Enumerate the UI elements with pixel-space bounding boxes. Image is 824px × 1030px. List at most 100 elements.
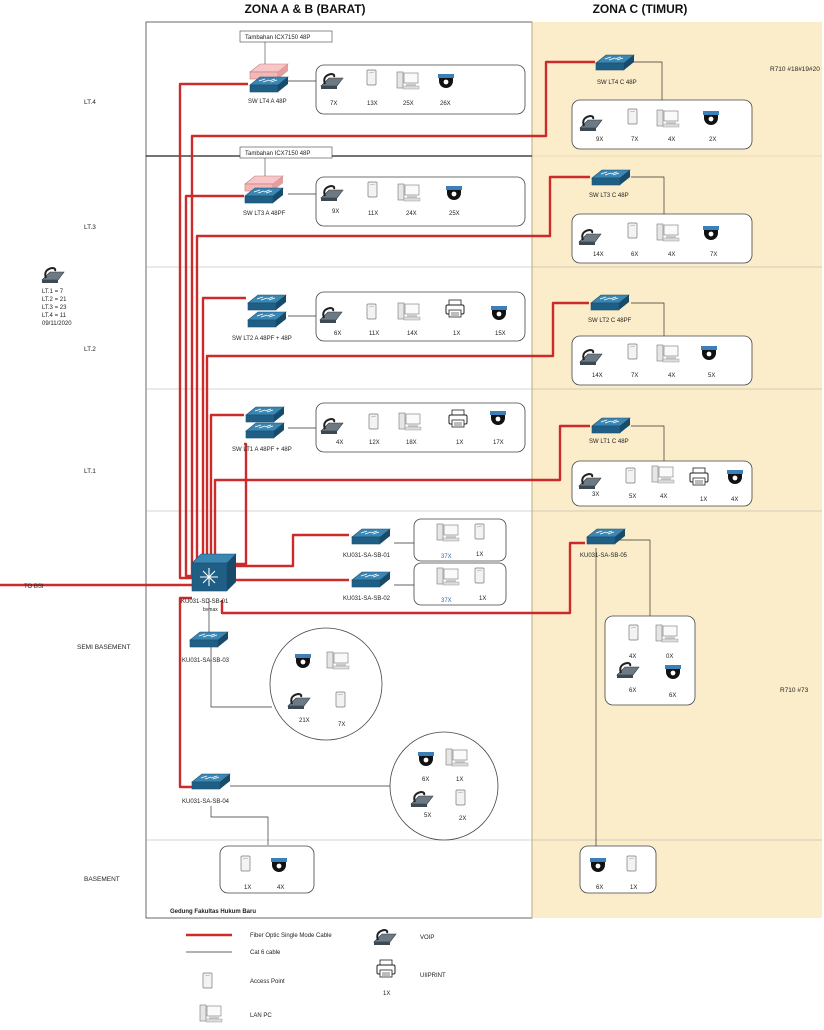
building-name: Gedung Fakultas Hukum Baru	[170, 909, 256, 915]
counts-lt3c: 14X 6X 4X 7X	[593, 252, 717, 258]
svg-text:6X: 6X	[669, 693, 676, 699]
svg-text:6X: 6X	[334, 331, 341, 337]
legend: Fiber Optic Single Mode Cable Cat 6 cabl…	[186, 929, 446, 1023]
legend-fiber-label: Fiber Optic Single Mode Cable	[250, 933, 332, 939]
svg-text:6X: 6X	[629, 688, 636, 694]
counts-sb02: 37X 1X	[441, 596, 486, 604]
svg-text:7X: 7X	[710, 252, 717, 258]
floor-label-lt4: LT.4	[84, 99, 96, 106]
switch-sb03-label: KU031-SA-SB-03	[182, 658, 230, 664]
counts-lt2c: 14X 7X 4X 5X	[592, 373, 715, 379]
svg-text:14X: 14X	[592, 373, 603, 379]
switch-lt1c-label: SW LT1 C 48P	[589, 439, 629, 445]
svg-text:7X: 7X	[338, 722, 345, 728]
svg-text:5X: 5X	[708, 373, 715, 379]
svg-text:4X: 4X	[629, 654, 636, 660]
switch-lt3a[interactable]	[244, 175, 284, 204]
svg-text:LT.4 = 11: LT.4 = 11	[42, 313, 67, 319]
svg-text:5X: 5X	[629, 494, 636, 500]
svg-text:7X: 7X	[631, 137, 638, 143]
counts-sb05: 4X 0X 6X 6X	[629, 654, 676, 699]
svg-text:3X: 3X	[592, 492, 599, 498]
switch-lt3c-label: SW LT3 C 48P	[589, 193, 629, 199]
svg-text:LT.2 = 21: LT.2 = 21	[42, 297, 67, 303]
core-switch-label: KU031-SD-SB-01	[181, 599, 229, 605]
floor-label-basement: BASEMENT	[84, 876, 120, 883]
switch-lt2a[interactable]	[247, 294, 287, 328]
switch-lt1a[interactable]	[245, 406, 285, 439]
svg-text:11X: 11X	[369, 331, 379, 337]
legend-ap-label: Access Point	[250, 979, 285, 985]
legend-print-label: UIIPRINT	[420, 973, 446, 979]
switch-lt4c-label: SW LT4 C 48P	[597, 80, 637, 86]
floor-label-lt2: LT.2	[84, 346, 96, 353]
counts-lt3a: 9X 11X 24X 25X	[332, 209, 460, 217]
svg-text:1X: 1X	[244, 885, 251, 891]
floor-label-lt3: LT.3	[84, 224, 96, 231]
switch-sb03[interactable]	[189, 631, 229, 648]
counts-basement-ab: 1X 4X	[244, 885, 284, 891]
svg-text:09/11/2020: 09/11/2020	[42, 321, 72, 327]
zone-c-header: ZONA C (TIMUR)	[593, 2, 688, 16]
svg-text:LT.1 = 7: LT.1 = 7	[42, 289, 64, 295]
counts-lt4c: 9X 7X 4X 2X	[596, 137, 716, 143]
counts-sb01: 37X 1X	[441, 552, 483, 560]
r710-top-note: R710 #18#19#20	[770, 66, 820, 73]
svg-text:1X: 1X	[456, 440, 463, 446]
core-switch-sublabel: bvmax	[203, 607, 218, 613]
svg-text:4X: 4X	[336, 440, 343, 446]
core-switch[interactable]	[191, 553, 237, 592]
switch-sb02[interactable]	[351, 571, 391, 588]
counts-lt1c: 3X 5X 4X 1X 4X	[592, 492, 738, 503]
svg-text:25X: 25X	[449, 211, 460, 217]
svg-text:1X: 1X	[453, 331, 460, 337]
svg-text:2X: 2X	[459, 816, 466, 822]
svg-text:18X: 18X	[406, 440, 417, 446]
legend-ap-icon	[202, 972, 213, 989]
switch-lt4a[interactable]	[249, 63, 289, 93]
voip-summary-icon	[41, 267, 65, 284]
legend-voip-icon	[373, 929, 397, 946]
cat6-cables	[208, 61, 665, 846]
counts-lt4a: 7X 13X 25X 26X	[330, 101, 451, 107]
switch-sb04[interactable]	[191, 773, 231, 790]
svg-text:6X: 6X	[631, 252, 638, 258]
note-lt3-addition: Tambahan ICX7150 48P	[245, 151, 310, 157]
svg-text:1X: 1X	[630, 885, 637, 891]
counts-sb03: 21X 7X	[299, 718, 345, 728]
svg-text:7X: 7X	[631, 373, 638, 379]
svg-text:17X: 17X	[493, 440, 504, 446]
svg-text:6X: 6X	[422, 777, 429, 783]
svg-text:13X: 13X	[367, 101, 378, 107]
svg-text:4X: 4X	[668, 252, 675, 258]
svg-text:1X: 1X	[456, 777, 463, 783]
switch-sb01[interactable]	[351, 528, 391, 545]
svg-text:9X: 9X	[332, 209, 339, 215]
svg-text:4X: 4X	[668, 137, 675, 143]
svg-text:4X: 4X	[668, 373, 675, 379]
counts-sb04: 6X 1X 5X 2X	[422, 777, 466, 822]
note-lt4-addition: Tambahan ICX7150 48P	[245, 35, 310, 41]
svg-text:1X: 1X	[479, 596, 486, 602]
svg-text:1X: 1X	[476, 552, 483, 558]
svg-text:14X: 14X	[593, 252, 604, 258]
svg-text:25X: 25X	[403, 101, 414, 107]
svg-text:37X: 37X	[441, 598, 452, 604]
counts-basement-c: 6X 1X	[596, 885, 637, 891]
floor-label-lt1: LT.1	[84, 468, 96, 475]
legend-cat6-label: Cat 6 cable	[250, 950, 281, 956]
zone-ab-header: ZONA A & B (BARAT)	[244, 2, 365, 16]
floor-label-semi: SEMI BASEMENT	[77, 644, 130, 651]
legend-pc-label: LAN PC	[250, 1013, 272, 1019]
svg-text:1X: 1X	[700, 497, 707, 503]
svg-text:LT.3 = 23: LT.3 = 23	[42, 305, 67, 311]
svg-text:0X: 0X	[666, 654, 673, 660]
r710-mid-note: R710 #73	[780, 687, 809, 694]
svg-text:2X: 2X	[709, 137, 716, 143]
svg-text:21X: 21X	[299, 718, 310, 724]
switch-lt1a-label: SW LT1 A 48PF + 48P	[232, 447, 292, 453]
svg-text:7X: 7X	[330, 101, 337, 107]
legend-print-count: 1X	[383, 991, 390, 997]
svg-text:15X: 15X	[495, 331, 506, 337]
